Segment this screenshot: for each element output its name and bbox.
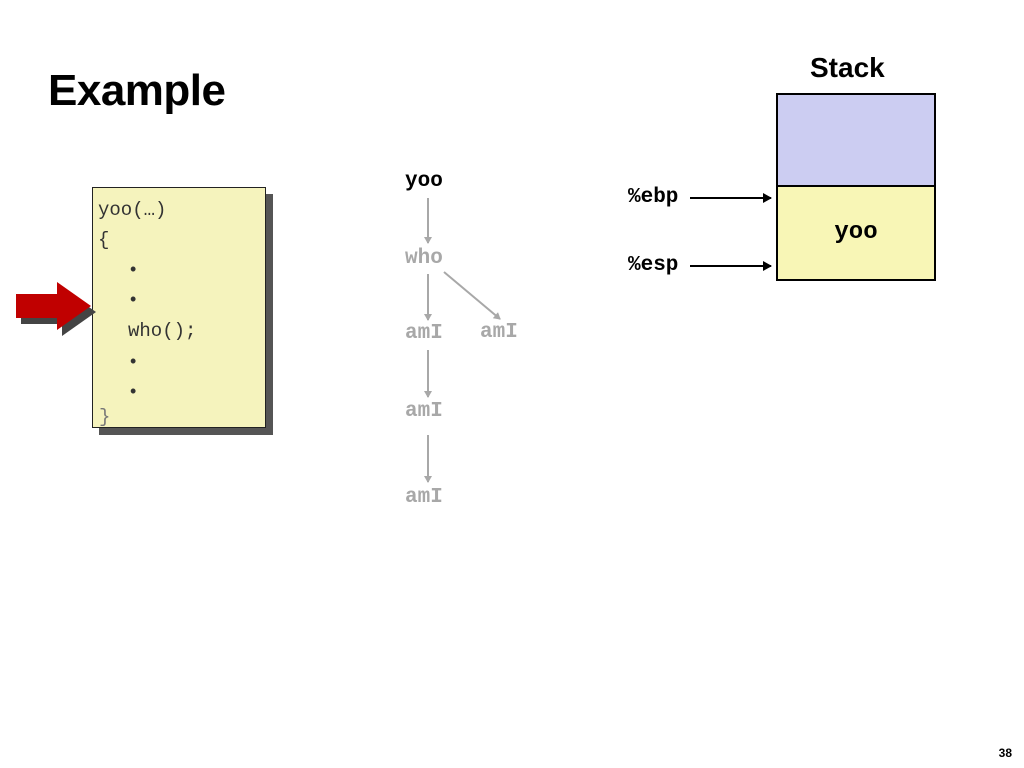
tree-node-amI-right: amI (480, 321, 518, 344)
stack-frame-yoo-label: yoo (834, 219, 878, 246)
page-number: 38 (998, 746, 1012, 760)
stack-title: Stack (810, 52, 885, 83)
code-bullet-2: • (130, 289, 137, 309)
code-bullet-1: • (130, 259, 137, 279)
code-open-brace: { (98, 229, 110, 251)
current-line-arrow-icon (16, 282, 96, 336)
edge-who-amI-right (443, 271, 501, 320)
code-signature: yoo(…) (98, 199, 167, 221)
stack-frame-yoo: yoo (776, 185, 936, 281)
slide-title: Example (48, 66, 226, 115)
tree-node-amI-level3: amI (405, 400, 443, 423)
code-bullet-3: • (130, 351, 137, 371)
register-ebp-label: %ebp (628, 186, 679, 209)
code-close-brace: } (99, 406, 111, 428)
code-box: yoo(…) { • • who(); • • (92, 187, 266, 428)
code-call-statement: who(); (128, 320, 197, 342)
tree-node-yoo: yoo (405, 170, 443, 193)
stack-frame-caller (776, 93, 936, 189)
code-bullet-4: • (130, 381, 137, 401)
tree-node-who: who (405, 247, 443, 270)
register-esp-label: %esp (628, 254, 679, 277)
tree-node-amI-level4: amI (405, 486, 443, 509)
tree-node-amI-left: amI (405, 322, 443, 345)
